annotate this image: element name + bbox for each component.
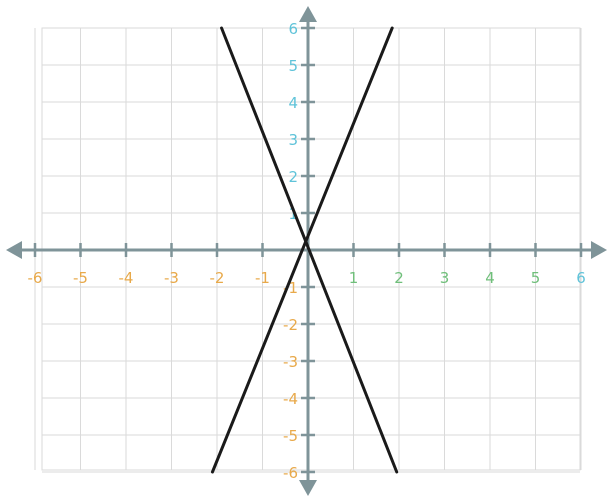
x-tick-label: 5 xyxy=(531,269,541,287)
y-axis-arrow-up xyxy=(299,6,317,22)
y-tick-label: 5 xyxy=(288,57,298,75)
y-tick-label: 4 xyxy=(288,94,298,112)
x-tick-label: -5 xyxy=(73,269,88,287)
x-tick-label: -1 xyxy=(255,269,270,287)
x-tick-label: 1 xyxy=(349,269,359,287)
x-tick-label: -6 xyxy=(28,269,43,287)
y-tick-label: 6 xyxy=(288,20,298,38)
x-tick-label: 6 xyxy=(576,269,586,287)
plot-lines xyxy=(210,26,399,474)
x-tick-label: -3 xyxy=(164,269,179,287)
axis-ticks xyxy=(33,26,583,474)
y-tick-label: -3 xyxy=(283,353,298,371)
y-tick-label: 2 xyxy=(288,168,298,186)
x-axis-arrow-right xyxy=(591,241,607,259)
y-tick-label: -6 xyxy=(283,464,298,482)
y-tick-label: -4 xyxy=(283,390,298,408)
y-tick-labels: -6 -5 -4 -3 -2 -1 1 2 3 4 5 6 xyxy=(283,20,298,482)
x-tick-label: 2 xyxy=(394,269,404,287)
y-tick-label: -5 xyxy=(283,427,298,445)
y-tick-label: -1 xyxy=(283,279,298,297)
x-tick-label: -2 xyxy=(210,269,225,287)
x-tick-label: -4 xyxy=(119,269,134,287)
x-tick-label: 3 xyxy=(440,269,450,287)
axes xyxy=(6,6,607,496)
x-axis-arrow-left xyxy=(6,241,22,259)
y-axis-arrow-down xyxy=(299,480,317,496)
y-tick-label: 3 xyxy=(288,131,298,149)
y-tick-label: -2 xyxy=(283,316,298,334)
y-tick-label: 1 xyxy=(288,205,298,223)
plot-line-2 xyxy=(210,26,394,474)
x-tick-labels: -6 -5 -4 -3 -2 -1 1 2 3 4 5 6 xyxy=(28,269,586,287)
x-tick-label: 4 xyxy=(485,269,495,287)
plot-line-1 xyxy=(220,26,399,474)
